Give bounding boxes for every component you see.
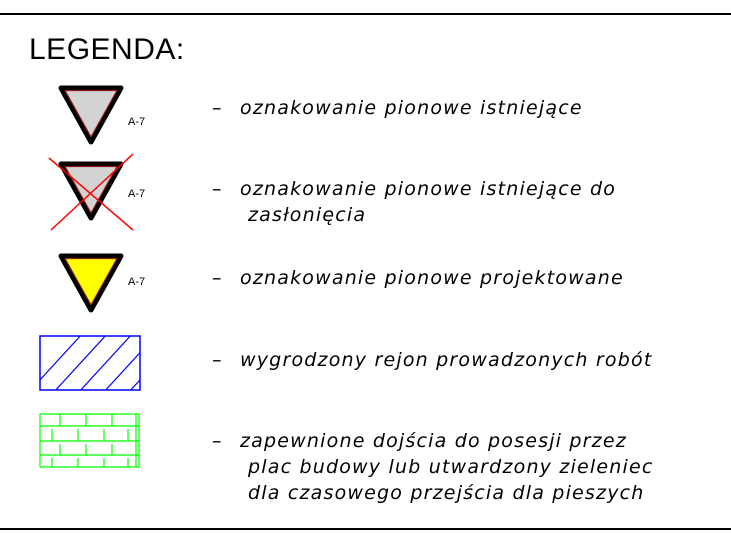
legend-item-text: plac budowy lub utwardzony zieleniec [248,456,654,478]
legend-title: LEGENDA: [29,33,185,66]
cross-line [50,153,134,231]
legend-dash: – [212,178,223,200]
yield-sign-crossed-icon: A-7 [48,153,145,231]
legend-item-pedestrian-access: –zapewnione dojścia do posesji przez pla… [212,428,654,506]
legend-item-text: zapewnione dojścia do posesji przez [240,430,627,452]
bottom-border-line [0,528,731,530]
sign-code-label: A-7 [128,116,145,128]
yield-sign-projected-icon: A-7 [58,253,145,313]
sign-code-label: A-7 [128,276,145,288]
legend-item-text: wygrodzony rejon prowadzonych robót [240,349,653,371]
legend-item-text: dla czasowego przejścia dla pieszych [248,482,645,504]
cross-line [48,157,134,231]
top-border-line [0,13,731,15]
blue-hatched-rectangle-icon [39,335,141,391]
legend-item-text: oznakowanie pionowe istniejące [240,97,583,119]
legend-item-text: oznakowanie pionowe istniejące do [240,178,617,200]
legend-dash: – [212,349,223,371]
legend-dash: – [212,267,223,289]
legend-item-text: zasłonięcia [248,204,367,226]
legend-item-crossed-sign: –oznakowanie pionowe istniejące do zasło… [212,176,616,228]
legend-item-existing-sign: –oznakowanie pionowe istniejące [212,95,583,121]
legend-item-text: oznakowanie pionowe projektowane [240,267,624,289]
yield-sign-existing-icon: A-7 [58,85,145,145]
legend-dash: – [212,97,223,119]
legend-dash: – [212,430,223,452]
legend-item-hatched-area: –wygrodzony rejon prowadzonych robót [212,347,652,373]
green-brick-pattern-icon [39,413,140,468]
sign-code-label: A-7 [128,188,145,200]
legend-item-projected-sign: –oznakowanie pionowe projektowane [212,265,624,291]
